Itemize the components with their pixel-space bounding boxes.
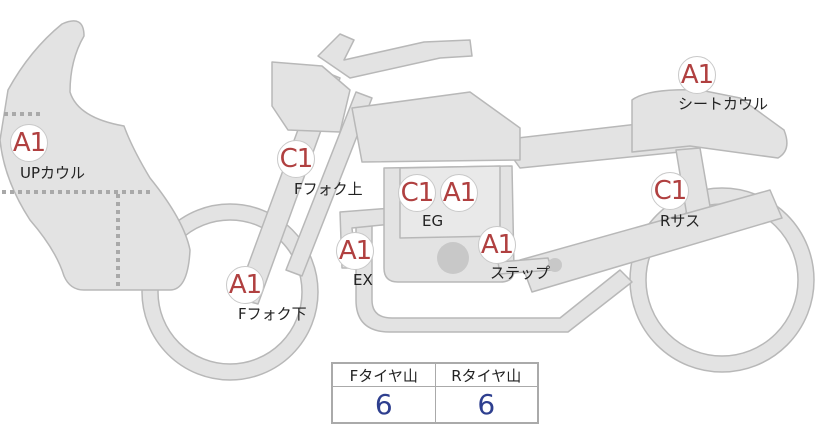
rear-tire-header: Rタイヤ山 <box>434 362 539 387</box>
grade-badge-engine-c: C1 <box>398 174 436 212</box>
step-knob <box>548 258 562 272</box>
label-engine: EG <box>422 212 444 230</box>
swing-arm <box>519 189 783 293</box>
label-exhaust: EX <box>353 271 373 289</box>
front-tire-header: Fタイヤ山 <box>331 362 436 387</box>
grade-badge-upcowl: A1 <box>10 124 48 162</box>
front-fork-rear <box>285 91 373 277</box>
engine-cover <box>437 242 469 274</box>
front-tire-value: 6 <box>331 386 436 424</box>
grade-badge-seat-cowl: A1 <box>678 56 716 94</box>
headlight-cowl <box>271 61 351 133</box>
label-ffork-upper: Fフォク上 <box>294 180 363 198</box>
handlebar <box>317 33 473 79</box>
grade-badge-r-suspension: C1 <box>651 172 689 210</box>
front-cowl <box>0 20 191 291</box>
rear-tire-value: 6 <box>434 386 539 424</box>
grade-badge-step: A1 <box>478 226 516 264</box>
grade-badge-exhaust: A1 <box>336 232 374 270</box>
fuel-tank <box>351 91 521 163</box>
grade-badge-ffork-upper: C1 <box>277 140 315 178</box>
grade-badge-engine-a: A1 <box>440 174 478 212</box>
label-seat-cowl: シートカウル <box>678 95 769 113</box>
grade-badge-ffork-lower: A1 <box>226 266 264 304</box>
label-upcowl: UPカウル <box>20 164 86 182</box>
tire-tread-table: Fタイヤ山 Rタイヤ山 6 6 <box>331 362 539 424</box>
label-step: ステップ <box>490 264 551 282</box>
label-ffork-lower: Fフォク下 <box>238 305 307 323</box>
tail-cowl <box>631 88 788 159</box>
label-r-suspension: Rサス <box>660 212 701 230</box>
exhaust-pipe <box>355 214 633 333</box>
